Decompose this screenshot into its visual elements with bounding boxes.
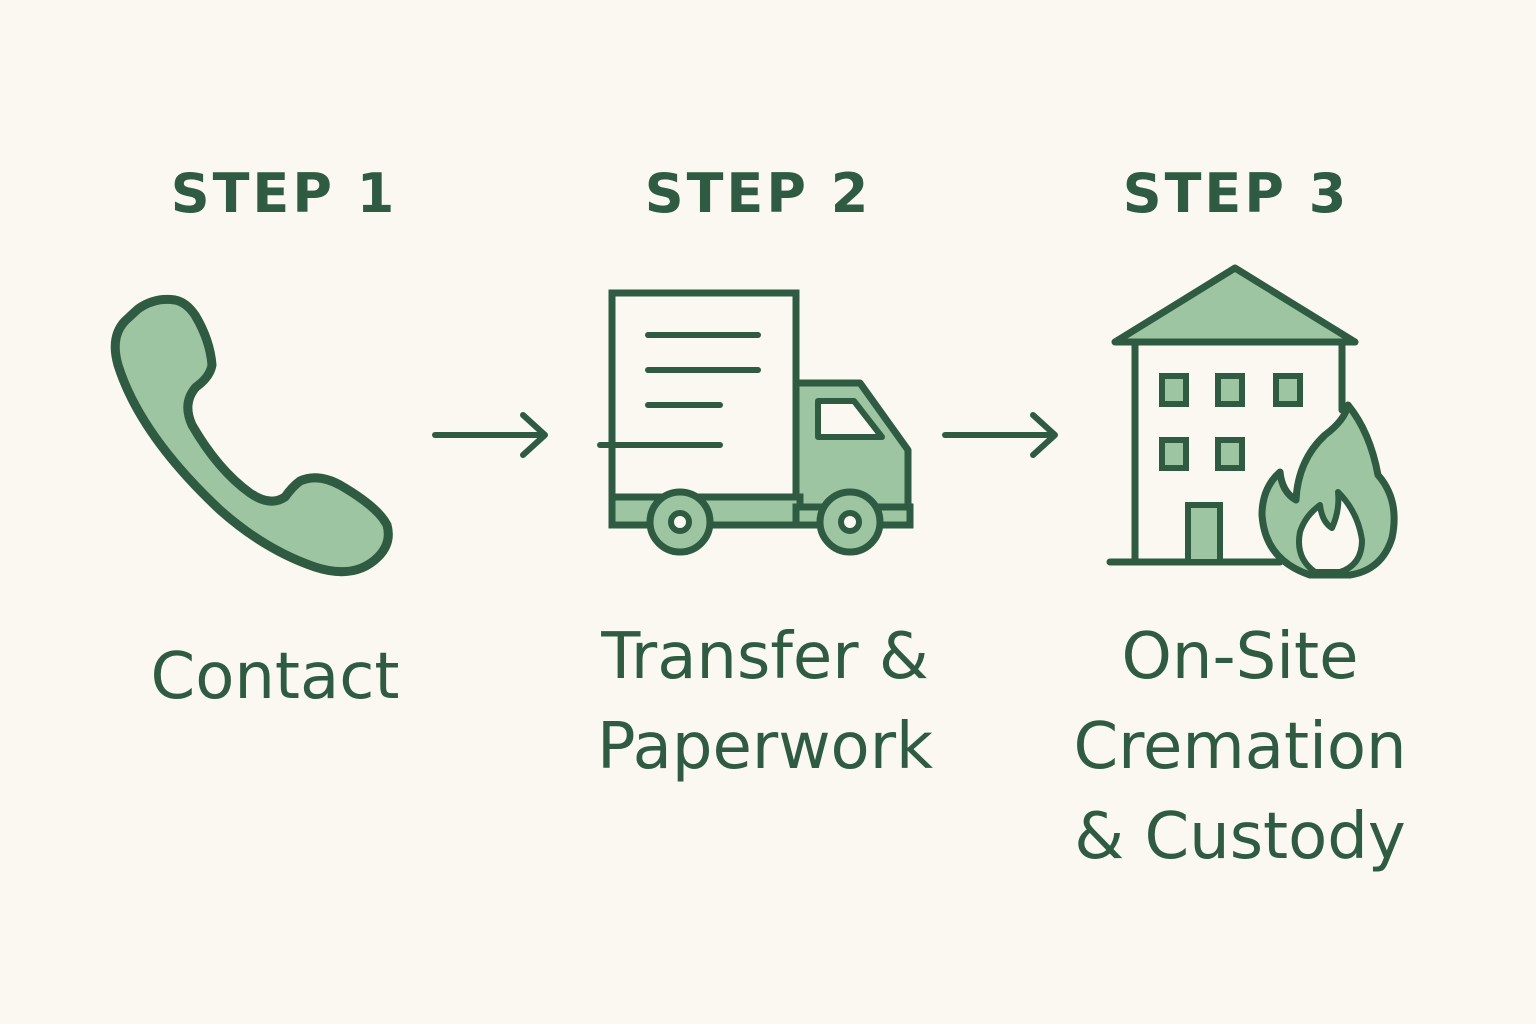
step-3-label-line-3: & Custody xyxy=(1074,800,1406,874)
step-2-title: STEP 2 xyxy=(644,162,872,225)
step-3-label-line-1: On-Site xyxy=(1121,620,1359,694)
building-flame-icon xyxy=(1106,264,1398,579)
arrow-right-icon xyxy=(942,412,1058,458)
step-3-label: On-Site Cremation & Custody xyxy=(1010,612,1470,882)
step-2-label: Transfer & Paperwork xyxy=(535,612,995,792)
step-3-title: STEP 3 xyxy=(1122,162,1350,225)
step-3-label-line-2: Cremation xyxy=(1073,710,1407,784)
step-2-label-line-1: Transfer & xyxy=(601,620,929,694)
step-1-label-line: Contact xyxy=(150,640,400,714)
document-truck-icon xyxy=(597,289,914,556)
arrow-right-icon xyxy=(432,412,548,458)
step-1-label: Contact xyxy=(45,632,505,722)
step-1-title: STEP 1 xyxy=(170,162,398,225)
step-2-label-line-2: Paperwork xyxy=(596,710,934,784)
phone-handset-icon xyxy=(110,294,393,577)
